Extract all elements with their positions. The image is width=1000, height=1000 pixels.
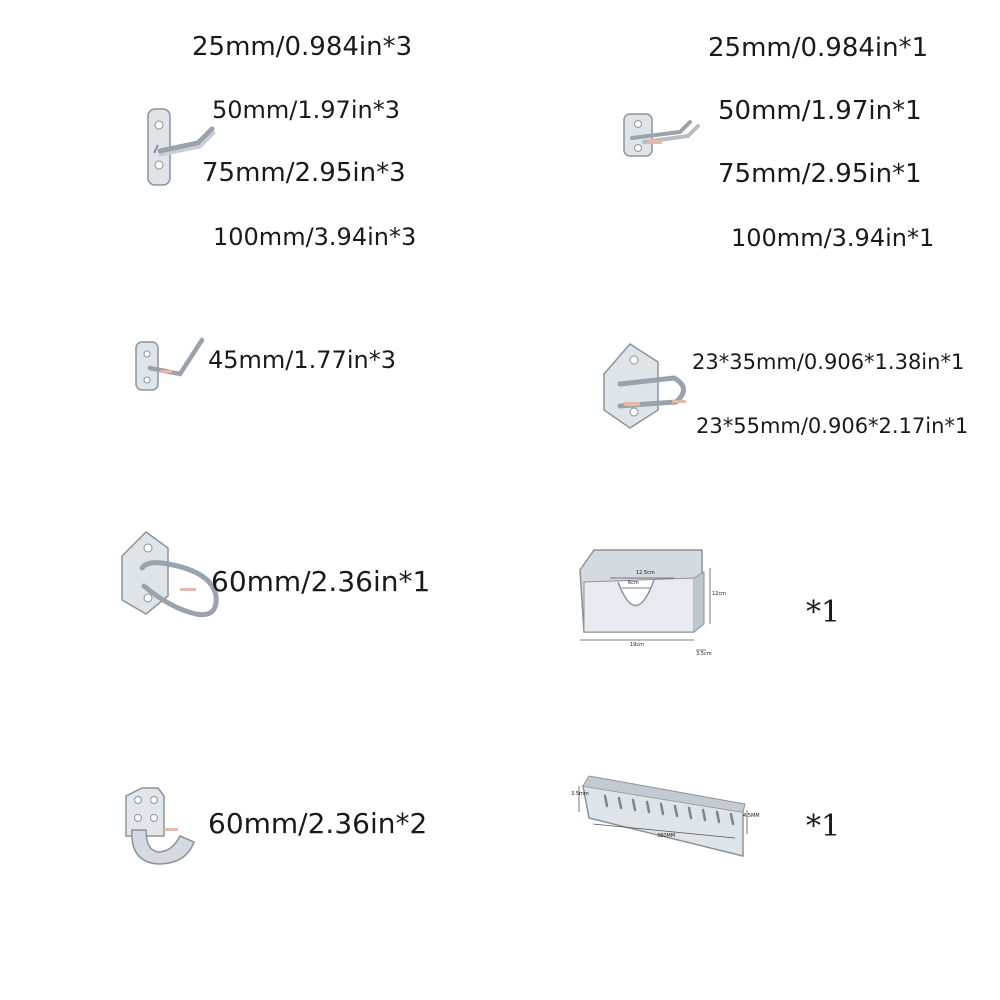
shelf-dim-4: 19cm xyxy=(630,642,644,648)
shelf-bracket-quantity: *1 xyxy=(806,595,841,630)
shelf-bracket-icon: 12.5cm 6cm 12cm 19cm 3.5cm xyxy=(570,548,726,658)
rack-dim-3: 4.5MM xyxy=(743,813,760,819)
cradle-holder-icon xyxy=(120,786,202,868)
straight-hook-size-4: 100mm/3.94in*3 xyxy=(213,223,417,251)
shelf-dim-5: 3.5cm xyxy=(696,651,712,657)
rack-dim-1: 3.5mm xyxy=(571,791,589,797)
rack-dim-2: 380MM xyxy=(657,833,676,839)
straight-hook-size-2: 50mm/1.97in*3 xyxy=(212,96,400,124)
cradle-holder-size-1: 60mm/2.36in*2 xyxy=(208,807,428,840)
u-hook-size-1: 23*35mm/0.906*1.38in*1 xyxy=(692,350,965,374)
double-hook-size-4: 100mm/3.94in*1 xyxy=(731,224,935,252)
u-hook-icon xyxy=(600,340,695,432)
loop-hook-size-1: 60mm/2.36in*1 xyxy=(211,565,431,598)
angled-hook-icon xyxy=(132,334,212,394)
shelf-dim-3: 12cm xyxy=(712,591,726,597)
shelf-dim-2: 6cm xyxy=(628,580,639,586)
tool-rack-quantity: *1 xyxy=(806,809,841,844)
u-hook-size-2: 23*55mm/0.906*2.17in*1 xyxy=(696,414,969,438)
straight-hook-size-3: 75mm/2.95in*3 xyxy=(202,158,406,188)
double-hook-icon xyxy=(618,108,703,163)
angled-hook-size-1: 45mm/1.77in*3 xyxy=(208,346,396,374)
double-hook-size-2: 50mm/1.97in*1 xyxy=(718,96,922,126)
loop-hook-icon xyxy=(118,528,228,623)
straight-hook-size-1: 25mm/0.984in*3 xyxy=(192,32,413,62)
tool-rack-icon: 3.5mm 380MM 4.5MM xyxy=(571,772,760,862)
double-hook-size-3: 75mm/2.95in*1 xyxy=(718,159,922,189)
straight-hook-icon xyxy=(140,105,220,190)
shelf-dim-1: 12.5cm xyxy=(636,570,655,576)
double-hook-size-1: 25mm/0.984in*1 xyxy=(708,33,929,63)
